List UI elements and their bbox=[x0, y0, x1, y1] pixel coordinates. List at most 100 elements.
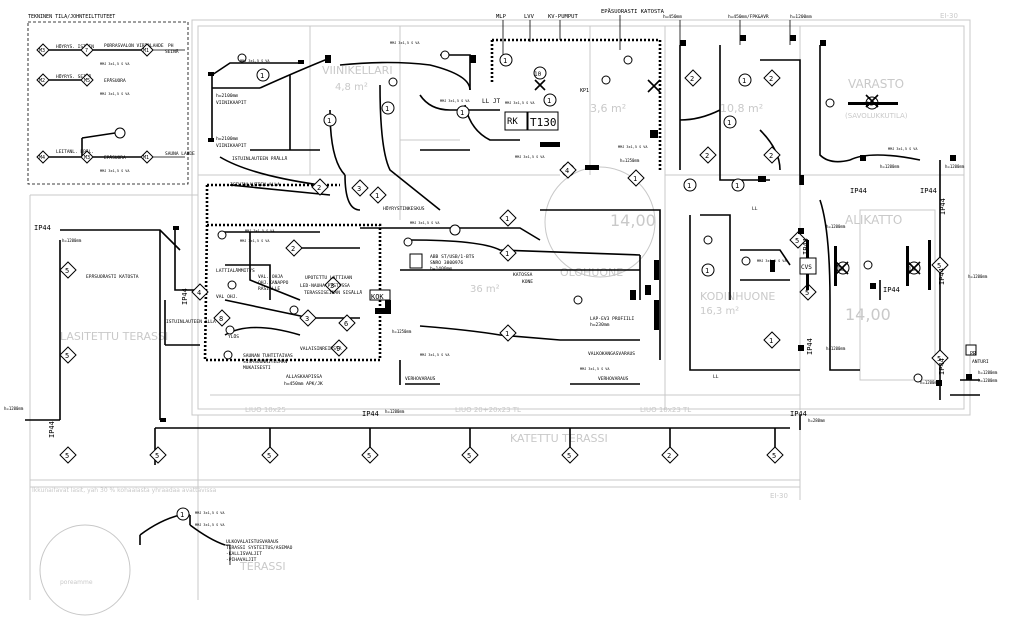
svg-text:M2: M2 bbox=[39, 78, 45, 84]
svg-text:IP44: IP44 bbox=[181, 288, 189, 305]
room-name: KATETTU TERASSI bbox=[510, 432, 608, 445]
svg-text:M1: M1 bbox=[143, 155, 149, 161]
svg-text:h=450mm APK/JK: h=450mm APK/JK bbox=[284, 381, 323, 387]
room-area: 14,00 bbox=[610, 211, 656, 230]
svg-text:10: 10 bbox=[534, 71, 542, 78]
svg-text:-KALLISVALJIT: -KALLISVALJIT bbox=[226, 551, 262, 557]
fitting-symbol: 1 bbox=[499, 244, 517, 262]
svg-text:-PIHAVALJIT: -PIHAVALJIT bbox=[226, 557, 257, 563]
svg-text:h=1200mm: h=1200mm bbox=[790, 14, 812, 20]
fitting-symbol: 1 bbox=[627, 169, 645, 187]
room-name: VIINIKELLARI bbox=[322, 64, 393, 77]
svg-text:1: 1 bbox=[505, 215, 509, 223]
svg-text:SEINÄ: SEINÄ bbox=[165, 48, 179, 55]
luminaire-symbol: 1 bbox=[381, 101, 395, 115]
fitting-symbol: 5 bbox=[931, 256, 949, 274]
svg-text:IP44: IP44 bbox=[938, 358, 946, 375]
luminaire-symbol: 1 bbox=[543, 93, 557, 107]
svg-text:EPÄSUORA: EPÄSUORA bbox=[104, 77, 126, 84]
svg-text:4: 4 bbox=[197, 289, 201, 297]
svg-text:h=2100mm: h=2100mm bbox=[216, 136, 238, 142]
svg-text:6: 6 bbox=[344, 320, 348, 328]
outlets bbox=[160, 35, 972, 422]
fitting-symbol: 5 bbox=[931, 349, 949, 367]
room-name: ALIKATTO bbox=[845, 213, 902, 227]
svg-text:VIINIKAAPIT: VIINIKAAPIT bbox=[216, 143, 247, 149]
fitting-symbol: 5 bbox=[149, 446, 167, 464]
svg-text:OHJ.KANAPPO: OHJ.KANAPPO bbox=[258, 280, 289, 286]
fitting-symbol: 9 bbox=[330, 339, 348, 357]
svg-text:VIINIKAAPIT: VIINIKAAPIT bbox=[216, 100, 247, 106]
room-name: VARASTO bbox=[848, 77, 904, 91]
svg-text:PR: PR bbox=[970, 351, 977, 357]
svg-text:KOK: KOK bbox=[371, 293, 384, 301]
svg-text:VERHOVARAUS: VERHOVARAUS bbox=[598, 376, 629, 382]
svg-text:1: 1 bbox=[705, 267, 709, 275]
svg-text:LVV: LVV bbox=[524, 14, 535, 20]
svg-text:1: 1 bbox=[460, 109, 464, 117]
svg-text:MMJ 3x1,5 S VA: MMJ 3x1,5 S VA bbox=[505, 101, 535, 105]
svg-text:IP44: IP44 bbox=[939, 198, 947, 215]
svg-text:SISÄSUUNNITELMAN: SISÄSUUNNITELMAN bbox=[243, 358, 287, 365]
svg-text:MMJ 3x1,5 S VA: MMJ 3x1,5 S VA bbox=[100, 169, 130, 173]
fitting-symbol: 1 bbox=[499, 209, 517, 227]
svg-text:LAP-EV3 PROFIILI: LAP-EV3 PROFIILI bbox=[590, 316, 634, 322]
fitting-symbol: 4 bbox=[559, 161, 577, 179]
fitting-symbol: 3 bbox=[351, 179, 369, 197]
svg-text:3: 3 bbox=[305, 315, 309, 323]
fitting-symbol: 2 bbox=[684, 69, 702, 87]
svg-text:h=1200mm: h=1200mm bbox=[968, 274, 988, 279]
luminaire-symbol: 10 bbox=[533, 66, 547, 80]
room-name: OLOHUONE bbox=[560, 266, 623, 279]
svg-text:5: 5 bbox=[65, 452, 69, 460]
svg-text:SNRO 3800976: SNRO 3800976 bbox=[430, 260, 463, 266]
svg-text:IP44: IP44 bbox=[790, 410, 807, 418]
fitting-symbol: 5 bbox=[799, 283, 817, 301]
svg-text:IP44: IP44 bbox=[362, 410, 379, 418]
svg-text:IP44: IP44 bbox=[850, 187, 867, 195]
svg-text:5: 5 bbox=[937, 355, 941, 363]
svg-text:IP44: IP44 bbox=[938, 268, 946, 285]
svg-text:TERASSI SYSTEITUS/ASEMAO: TERASSI SYSTEITUS/ASEMAO bbox=[226, 545, 293, 551]
fitting-symbol: 5 bbox=[59, 261, 77, 279]
svg-text:1: 1 bbox=[742, 77, 746, 85]
svg-text:h=1250mm: h=1250mm bbox=[392, 329, 412, 334]
room-name: KODINHUONE bbox=[700, 290, 775, 303]
svg-text:3: 3 bbox=[357, 185, 361, 193]
svg-text:ULKOVALAISTUSVARAUS: ULKOVALAISTUSVARAUS bbox=[226, 539, 279, 545]
svg-text:MMJ 3x1,5 S VA: MMJ 3x1,5 S VA bbox=[580, 367, 610, 371]
svg-text:IP44: IP44 bbox=[920, 187, 937, 195]
svg-text:VALAISINREIRSTR: VALAISINREIRSTR bbox=[300, 346, 342, 352]
svg-text:MMJ 3x1,5 S VA: MMJ 3x1,5 S VA bbox=[440, 99, 470, 103]
svg-text:TERASSISEINÄN SISÄLLÄ: TERASSISEINÄN SISÄLLÄ bbox=[304, 289, 362, 296]
fitting-symbol: 5 bbox=[461, 446, 479, 464]
svg-text:MMJ 3x1,5 S VA: MMJ 3x1,5 S VA bbox=[515, 155, 545, 159]
svg-text:M4: M4 bbox=[39, 155, 45, 161]
svg-text:MMJ 3x1,5 S VA: MMJ 3x1,5 S VA bbox=[390, 41, 420, 45]
svg-text:1: 1 bbox=[505, 330, 509, 338]
luminaire-symbol: 1 bbox=[723, 115, 737, 129]
fitting-symbol: 2 bbox=[311, 178, 329, 196]
luminaire-symbol: 1 bbox=[499, 53, 513, 67]
svg-text:EPÄSUORASTI KATOSTA: EPÄSUORASTI KATOSTA bbox=[601, 8, 665, 15]
svg-text:MMJ 3x1,5 S VA: MMJ 3x1,5 S VA bbox=[888, 147, 918, 151]
svg-text:5: 5 bbox=[155, 452, 159, 460]
svg-text:KATOSSA: KATOSSA bbox=[513, 272, 533, 278]
luminaire-symbol: 1 bbox=[456, 105, 470, 119]
svg-text:1: 1 bbox=[180, 511, 184, 519]
svg-text:EI-30: EI-30 bbox=[770, 492, 788, 500]
svg-text:h=1200mm: h=1200mm bbox=[978, 378, 998, 383]
fitting-symbol: 5 bbox=[59, 446, 77, 464]
svg-text:ISTUINLAUTEEN PÄÄLLÄ: ISTUINLAUTEEN PÄÄLLÄ bbox=[232, 155, 288, 162]
svg-text:HÖYRYS. ISTUIN: HÖYRYS. ISTUIN bbox=[56, 43, 94, 50]
svg-text:LIUO 10x25: LIUO 10x25 bbox=[245, 406, 286, 414]
svg-text:LEITANL. EPÄL.: LEITANL. EPÄL. bbox=[56, 148, 94, 155]
svg-text:h=1400mm: h=1400mm bbox=[430, 266, 452, 272]
svg-text:ISTUINLAUTEEN ALLA: ISTUINLAUTEEN ALLA bbox=[166, 319, 216, 325]
svg-text:LIUO 10x23 TL: LIUO 10x23 TL bbox=[640, 406, 691, 414]
room-area: 10,8 m² bbox=[720, 102, 763, 115]
svg-text:(SAVOLUKKUTILA): (SAVOLUKKUTILA) bbox=[845, 112, 908, 120]
svg-text:LED-NAUHA PYSTYSSA: LED-NAUHA PYSTYSSA bbox=[300, 283, 350, 289]
svg-text:LATTIALÄMMITYS: LATTIALÄMMITYS bbox=[216, 267, 255, 274]
luminaire-symbol: 1 bbox=[323, 113, 337, 127]
